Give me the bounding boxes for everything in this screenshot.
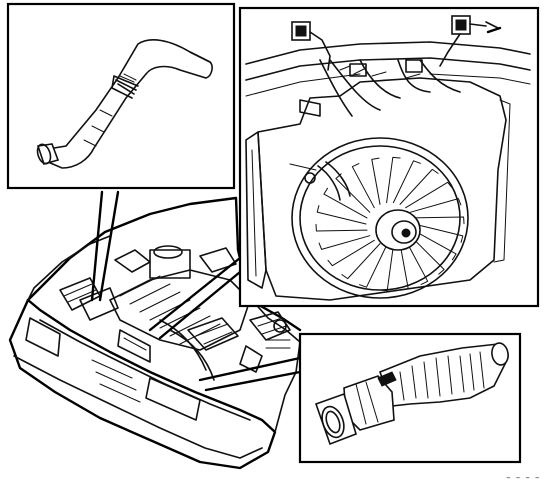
corner-code: – – – –: [506, 474, 540, 483]
fan-blade: [412, 216, 465, 225]
battery: [79, 287, 119, 321]
fan-blade: [371, 157, 381, 205]
fan-blade: [318, 235, 371, 250]
air-filter-box: [149, 249, 191, 279]
leader-fan-to-car: [148, 256, 242, 332]
fan-blade: [405, 181, 453, 209]
fan-blade: [323, 187, 368, 219]
engine-block: [109, 269, 251, 351]
engine-compartment-view: [8, 196, 302, 470]
leader-hose-to-car-2: [98, 190, 120, 302]
fan-ring: [291, 137, 469, 299]
wiring-harness: [319, 59, 461, 117]
fan-blade: [413, 223, 464, 243]
leader-duct-to-car-2: [204, 370, 302, 392]
hose-run: [159, 319, 215, 381]
fan-hub: [375, 209, 421, 251]
filler-cap: [153, 245, 183, 259]
fan-blade: [399, 243, 409, 291]
headlight-right: [145, 377, 201, 421]
hose-clamp: [111, 75, 139, 99]
fan-blade: [341, 243, 381, 280]
fan-blade: [412, 229, 457, 261]
headlight-left: [25, 317, 61, 357]
front-bumper: [8, 298, 277, 470]
leader-lines: [90, 190, 302, 392]
strut-tower: [114, 249, 151, 273]
bumper-lower-edge: [13, 355, 263, 459]
fan-blade: [405, 239, 429, 285]
fan-blade: [315, 223, 368, 232]
fan-blade: [409, 235, 445, 275]
fan-blade: [316, 205, 367, 225]
fan-blade: [386, 156, 401, 204]
fan-shroud: [257, 77, 507, 301]
hose-end-fitting: [36, 143, 60, 165]
grille-line: [39, 319, 251, 421]
duct-detail-panel: [298, 332, 522, 464]
radiator-top-rail: [245, 41, 531, 65]
leader-fan-to-car-2: [158, 270, 242, 340]
fan-blade: [359, 244, 388, 288]
leader-duct-to-car: [198, 356, 302, 382]
fan-blade: [379, 244, 394, 292]
leader-hose-to-car: [90, 190, 104, 302]
fan-blade: [351, 163, 375, 209]
hose-detail-panel: [6, 2, 236, 190]
fan-blade: [399, 168, 439, 205]
fan-detail-panel: [238, 6, 540, 308]
fan-blade: [409, 198, 462, 213]
fan-blade: [327, 239, 375, 267]
fan-blade: [392, 160, 421, 204]
fan-panel-frame: [238, 6, 540, 308]
